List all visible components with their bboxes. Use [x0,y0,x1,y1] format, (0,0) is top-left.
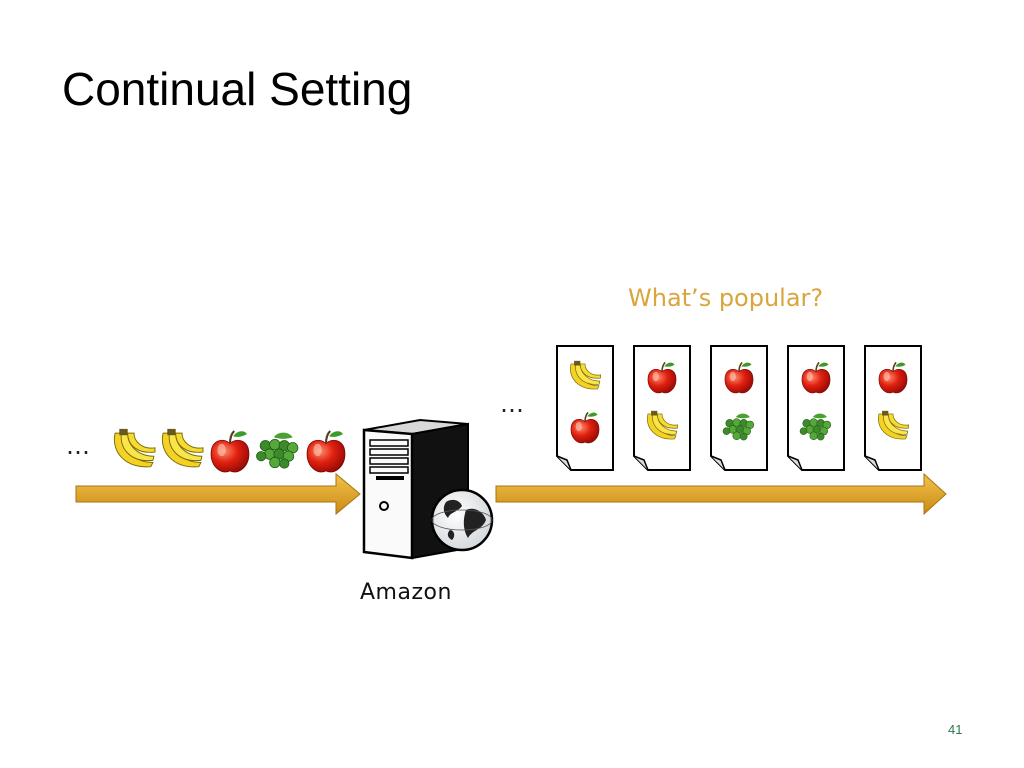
ellipsis-right: … [500,390,524,418]
slide-title: Continual Setting [62,63,413,115]
server-label: Amazon [360,580,452,605]
document-icon [864,345,922,471]
apple-icon [210,429,250,474]
output-stream-arrow [495,472,947,516]
banana-icon [161,428,204,468]
document-icon [633,345,691,471]
apple-icon [306,429,346,474]
document-icon [556,345,614,471]
document-icon [787,345,845,471]
globe-icon [430,488,494,552]
banana-icon [113,428,156,468]
input-stream-arrow [75,472,361,516]
incoming-fruit-stream [113,428,346,474]
page-number: 41 [948,722,963,737]
popular-question: What’s popular? [628,284,824,312]
grapes-icon [256,432,299,469]
output-documents [556,345,922,471]
document-icon [710,345,768,471]
ellipsis-left: … [66,432,90,460]
